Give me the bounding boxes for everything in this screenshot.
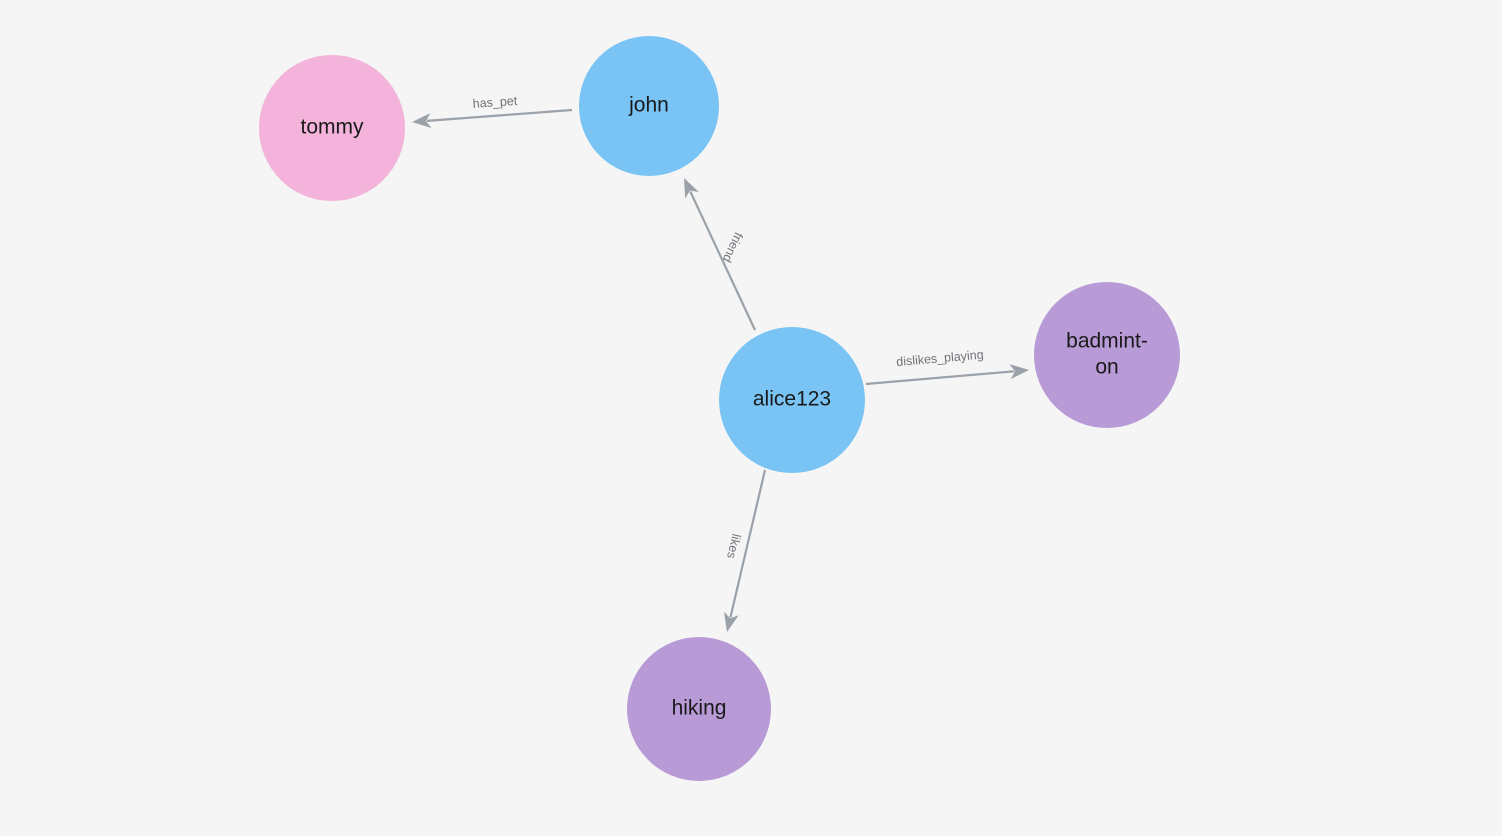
graph-node-alice123[interactable]: alice123 bbox=[719, 327, 865, 473]
edge-arrowhead-icon bbox=[412, 113, 432, 129]
edge-line bbox=[426, 108, 573, 122]
edge-line bbox=[689, 191, 756, 331]
edge-arrowhead-icon bbox=[1009, 364, 1029, 380]
edge-line bbox=[729, 469, 767, 618]
graph-node-badminton[interactable]: badmint-on bbox=[1034, 282, 1180, 428]
graph-edge[interactable]: friend bbox=[684, 178, 756, 331]
graph-edge[interactable]: dislikes_playing bbox=[865, 348, 1029, 386]
graph-node-tommy[interactable]: tommy bbox=[259, 55, 405, 201]
node-circle[interactable] bbox=[1034, 282, 1180, 428]
node-circle[interactable] bbox=[719, 327, 865, 473]
edge-label: has_pet bbox=[472, 94, 518, 111]
nodes-layer: tommy john alice123 badmint-on hiking bbox=[259, 36, 1180, 781]
graph-node-john[interactable]: john bbox=[579, 36, 719, 176]
edge-label: friend bbox=[720, 230, 746, 264]
edge-label: likes bbox=[724, 532, 743, 560]
node-circle[interactable] bbox=[627, 637, 771, 781]
graph-edge[interactable]: likes bbox=[724, 469, 767, 632]
node-circle[interactable] bbox=[579, 36, 719, 176]
graph-node-hiking[interactable]: hiking bbox=[627, 637, 771, 781]
edge-label: dislikes_playing bbox=[896, 348, 984, 370]
edge-arrowhead-icon bbox=[684, 178, 699, 199]
edge-arrowhead-icon bbox=[724, 611, 739, 632]
edge-line bbox=[865, 370, 1015, 386]
graph-edge[interactable]: has_pet bbox=[412, 94, 573, 129]
node-circle[interactable] bbox=[259, 55, 405, 201]
